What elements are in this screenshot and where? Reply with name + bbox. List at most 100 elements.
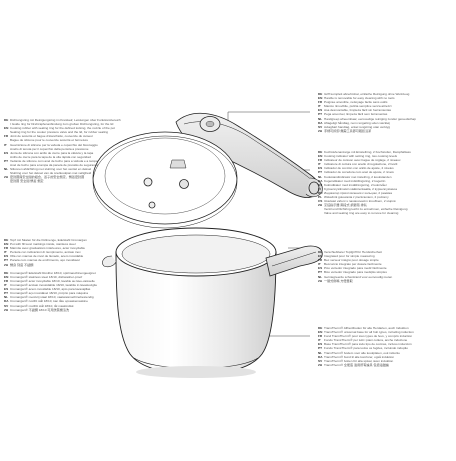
language-code: SV xyxy=(318,124,323,129)
pot-bottom-shadow xyxy=(136,366,256,378)
pot-side-handle xyxy=(265,245,323,277)
line-text: Pentola con indicazioni di riempimento, … xyxy=(10,250,81,255)
line-text: TransTherm® bodem voor alle kookplaten, … xyxy=(324,350,400,355)
line-text: 密封圈與安全閥的組合，蓋子的安全鎖定，鍋蓋密封圈 xyxy=(10,175,85,180)
line-text: Cromargan® aço inoxidável 18/10, próprio… xyxy=(10,291,88,296)
text-line: Anello di tenuta per il coperchio della … xyxy=(4,147,136,151)
line-text: Bec verseur intégré pour dosage simple xyxy=(324,258,379,263)
line-text: 手柄可拆卸 無需工具即可輕鬆清潔 xyxy=(324,128,372,133)
line-text: 密封圈 安全閥 鍋蓋 鎖定 xyxy=(10,179,44,184)
line-text: Valve and sealing ring are easy to remov… xyxy=(324,211,399,216)
language-code: PT xyxy=(318,112,322,117)
language-code: FR xyxy=(318,158,323,163)
line-text: Manico rimovibile, pulizia semplice senz… xyxy=(324,104,392,109)
line-text: Guarnizione di silicone per la valvola e… xyxy=(10,142,98,147)
line-text: Fond TransTherm® pour tous types de feux… xyxy=(324,334,413,339)
pot-helper-handle xyxy=(102,255,117,268)
language-code: IT xyxy=(318,104,321,109)
line-text: Siliconen afdichtring met sluitring voor… xyxy=(10,167,92,172)
line-text: Ventil und Dichtring leicht zu entnehmen… xyxy=(324,207,408,212)
language-code: IT xyxy=(4,283,7,288)
language-code: FR xyxy=(318,334,323,339)
pot-opening-inner xyxy=(121,234,271,274)
language-code: ES xyxy=(318,166,323,171)
language-code: PT xyxy=(4,291,8,296)
language-code: DE xyxy=(318,92,323,96)
lid xyxy=(92,131,238,229)
line-text: Junta de silicona con anillo de cierre p… xyxy=(10,150,94,155)
line-text: Panela com marcas de enchimento, aço ino… xyxy=(10,258,80,263)
text-line: Sealing ring for the cooker pressure val… xyxy=(4,130,136,134)
line-text: Avtagbart handtag, enkel rengöring utan … xyxy=(324,124,390,129)
line-text: Topf mit Skalen für die Füllmenge, Edels… xyxy=(10,238,87,242)
lid-valve-left xyxy=(143,177,153,187)
line-text: 鍋身 刻度 不鏽鋼 xyxy=(10,262,34,267)
language-code: SV xyxy=(318,182,323,187)
line-text: Cromargan® 不鏽鋼 18/10 可用洗碗機清洗 xyxy=(10,307,70,312)
line-text: Asa desmontable, limpieza fácil sin herr… xyxy=(324,108,392,113)
language-code: DE xyxy=(318,250,323,254)
line-text: Joint de sécurité et bague d'étanchéité,… xyxy=(10,134,93,139)
line-text: Cromargan® stainless steel 18/10, dishwa… xyxy=(10,274,83,279)
language-code: DE xyxy=(318,326,323,330)
line-text: Pega amovível, limpeza fácil sem ferrame… xyxy=(324,112,388,117)
line-text: Bague de silicone pour le couvercle sécu… xyxy=(10,138,89,143)
language-code: ES xyxy=(4,287,9,292)
language-code: ZH xyxy=(318,278,323,283)
language-code: NL xyxy=(318,350,323,355)
line-text: Индикатор приготовления с кольцом, 2 реж… xyxy=(324,190,393,195)
language-code: ES xyxy=(318,266,323,271)
language-code: ZH xyxy=(318,128,323,133)
line-text: Geïntegreerde schenkrand voor eenvoudig … xyxy=(324,274,393,279)
line-text: Olla con marcas de nivel de llenado, ace… xyxy=(10,254,84,259)
language-code: EN xyxy=(318,154,323,159)
language-code: ZH xyxy=(318,203,323,208)
line-text: Fondo TransTherm® per tutti i piani cott… xyxy=(324,338,408,343)
line-text: Cooking rubber with sealing ring for the… xyxy=(10,126,115,131)
line-text: Anello di tenuta per il coperchio della … xyxy=(10,146,89,151)
line-text: 一體式倒嘴 方便量取 xyxy=(324,278,353,283)
lid-valve-right xyxy=(179,179,189,189)
line-text: Kogeindikator med indstillingsring, 2 ko… xyxy=(324,178,386,183)
lid-rim-lower xyxy=(92,135,238,229)
language-code: FR xyxy=(318,100,323,105)
pot-side-handle-edge xyxy=(271,251,317,267)
language-code: SV xyxy=(4,303,9,308)
line-text: Fundo TransTherm® para todos os fogões, … xyxy=(324,346,408,351)
language-code: RU xyxy=(318,190,323,195)
language-code: DE xyxy=(4,118,9,122)
language-code: FR xyxy=(4,246,9,251)
language-code: PT xyxy=(318,346,322,351)
language-code: ZH xyxy=(4,262,9,267)
language-code: EN xyxy=(318,330,323,335)
language-code: NL xyxy=(318,116,323,121)
line-text: Sealing ring for the cooker pressure val… xyxy=(10,130,109,135)
language-code: PT xyxy=(4,258,8,263)
language-code: FR xyxy=(318,258,323,263)
line-text: Handgreep afneembaar, eenvoudige reinigi… xyxy=(324,116,416,121)
lid-handle xyxy=(175,112,323,198)
